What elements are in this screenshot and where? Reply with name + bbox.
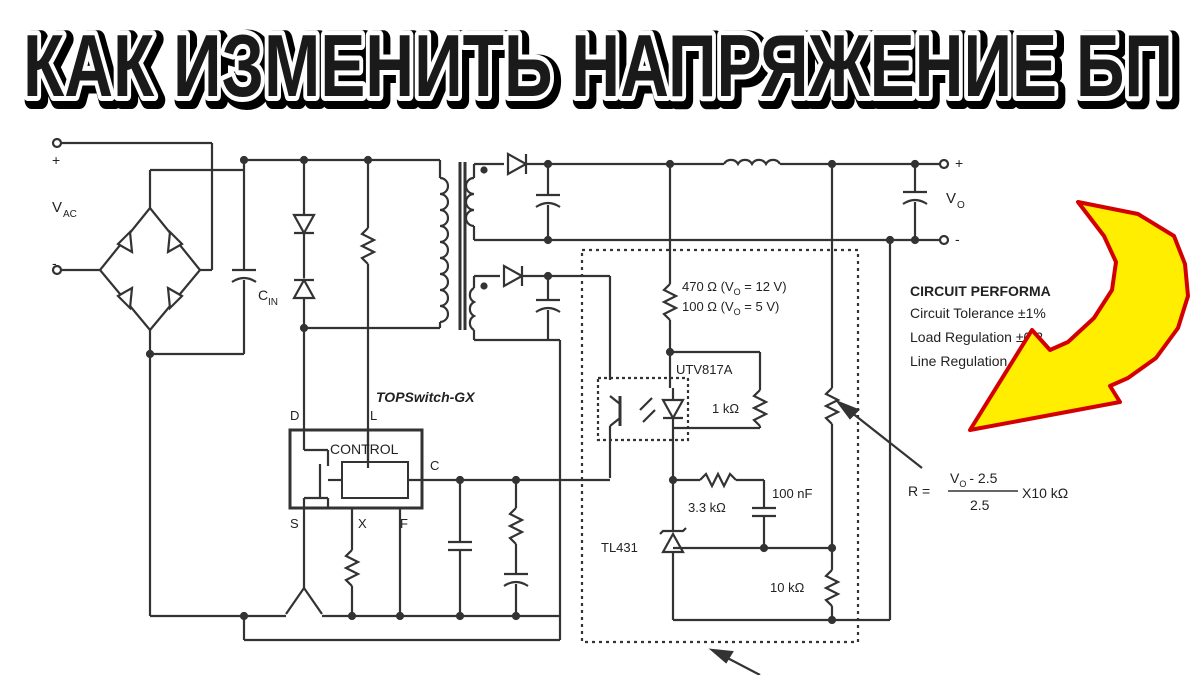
out-minus-label: - [955,231,960,247]
r100-text: 100 Ω (V [682,299,734,314]
ac-minus-label: - [52,255,57,271]
schematic-diagram: + - V AC C IN [0,128,1200,675]
pin-s-label: S [290,516,299,531]
vo-label: V [946,190,956,207]
r470-tail: = 12 V) [741,279,787,294]
vac-sub-label: AC [63,209,77,220]
out-plus-label: + [955,155,963,171]
r10k-label: 10 kΩ [770,580,805,595]
topswitch-chip [288,428,460,510]
r100-sub: O [734,307,741,317]
title-shadow: КАК ИЗМЕНИТЬ НАПРЯЖЕНИЕ БП [27,20,1177,119]
r470-sub: O [734,287,741,297]
feedback-network [659,164,892,625]
pin-d-label: D [290,408,299,423]
tl431-label: TL431 [601,540,638,555]
opto-label: UTV817A [676,362,733,377]
chip-label: TOPSwitch-GX [376,389,476,405]
r100-label: 100 Ω (VO = 5 V) [682,299,779,317]
clamp-network [292,160,440,430]
vac-label: V [52,199,62,216]
cin-label: C [258,287,268,303]
pointer-arrows [708,399,923,675]
r470-text: 470 Ω (V [682,279,734,294]
output-rectifier [474,152,950,246]
pin-c-label: C [430,458,439,473]
r470-label: 470 Ω (VO = 12 V) [682,279,787,297]
source-ground [148,354,610,642]
control-label: CONTROL [330,441,399,457]
r100-tail: = 5 V) [741,299,780,314]
r3k3-label: 3.3 kΩ [688,500,726,515]
page-title: КАК ИЗМЕНИТЬ НАПРЯЖЕНИЕ БП [23,16,1173,115]
ac-input [51,137,214,276]
feedback-box [580,248,860,644]
optocoupler [596,376,690,478]
r1k-label: 1 kΩ [712,401,739,416]
bridge-rectifier [98,168,244,354]
transformer [438,160,504,340]
c100n-label: 100 nF [772,486,813,501]
vo-sub-label: O [957,200,965,211]
cin-sub-label: IN [268,297,278,308]
title-outline: КАК ИЗМЕНИТЬ НАПРЯЖЕНИЕ БП [23,16,1173,115]
pin-x-label: X [358,516,367,531]
pin-f-label: F [400,516,408,531]
ac-plus-label: + [52,152,60,168]
pin-l-label: L [370,408,377,423]
title-banner: КАК ИЗМЕНИТЬ НАПРЯЖЕНИЕ БП КАК ИЗМЕНИТЬ … [0,0,1200,128]
input-capacitor [145,155,257,359]
bias-rectifier [474,264,612,616]
